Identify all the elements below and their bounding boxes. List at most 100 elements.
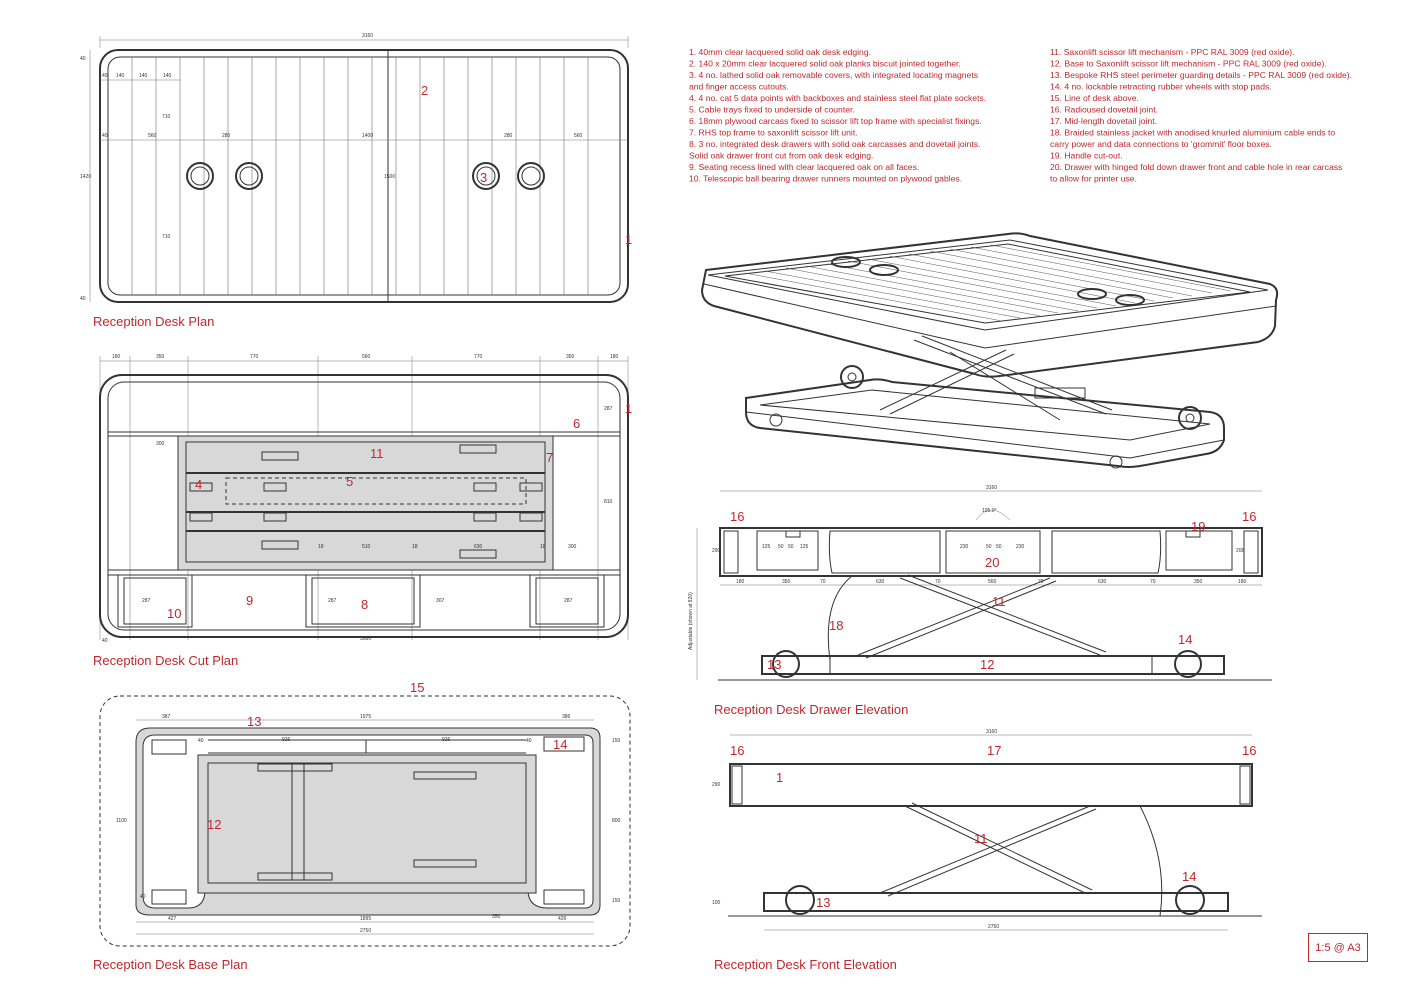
- de-angle: 105.0°: [982, 508, 997, 514]
- front-elevation-title: Reception Desk Front Elevation: [714, 957, 897, 972]
- base-callout-15: 15: [410, 680, 424, 695]
- drawer-elevation-drawing: 3160 105.0° 125 50 50 125 230 50 50 230 …: [688, 485, 1272, 717]
- fe-callout-11: 11: [974, 831, 988, 846]
- note-l-6: 6. 18mm plywood carcass fixed to scissor…: [689, 116, 982, 126]
- de-b9: 350: [1194, 579, 1203, 585]
- base-dim-i2: 926: [442, 737, 451, 743]
- front-elevation-drawing: 3160 290 100 2750 16 17 16 1 11 14 13 Re…: [712, 729, 1262, 972]
- plan-dim-top: 3160: [362, 33, 373, 39]
- cut-plan-drawing: 180 350 770 560 770 350 180 3: [93, 354, 632, 668]
- de-b10: 180: [1238, 579, 1247, 585]
- de-callout-20: 20: [985, 555, 999, 570]
- plan-dim-l0: 40: [80, 56, 86, 62]
- note-l-1: 2. 140 x 20mm clear lacquered solid oak …: [689, 59, 961, 69]
- base-dim-b4: 350: [492, 914, 501, 920]
- de-callout-18: 18: [829, 618, 843, 633]
- cut-dim-r1: 810: [604, 499, 613, 505]
- de-s1: 208: [1236, 548, 1245, 554]
- fe-callout-14: 14: [1182, 869, 1196, 884]
- plan-callout-2: 2: [421, 83, 428, 98]
- de-dr5: 50: [986, 544, 992, 550]
- cut-dim-t0: 180: [112, 354, 121, 360]
- de-b7: 630: [1098, 579, 1107, 585]
- cut-plan-title: Reception Desk Cut Plan: [93, 653, 238, 668]
- base-dim-b5: 40: [140, 894, 146, 900]
- de-b0: 180: [736, 579, 745, 585]
- cut-dim-t1: 350: [156, 354, 165, 360]
- cut-dim-t6: 180: [610, 354, 619, 360]
- cut-dim-g1: 287: [328, 598, 337, 604]
- de-s0: 290: [712, 548, 721, 554]
- note-r-1: 12. Base to Saxonlift scissor lift mecha…: [1050, 59, 1327, 69]
- note-r-0: 11. Saxonlift scissor lift mechanism - P…: [1050, 47, 1295, 57]
- fe-callout-17: 17: [987, 743, 1001, 758]
- cut-callout-1: 1: [625, 401, 632, 416]
- scale-label: 1:5 @ A3: [1308, 933, 1368, 962]
- de-dr7: 230: [1016, 544, 1025, 550]
- note-r-4: 15. Line of desk above.: [1050, 93, 1139, 103]
- note-l-2: 3. 4 no. lathed solid oak removable cove…: [689, 70, 978, 80]
- grommet-covers: [186, 162, 545, 190]
- note-l-10: 9. Seating recess lined with clear lacqu…: [689, 162, 919, 172]
- de-b1: 350: [782, 579, 791, 585]
- note-l-4: 4. 4 no. cat 5 data points with backboxe…: [689, 93, 986, 103]
- base-dim-r0: 150: [612, 738, 621, 744]
- base-dim-i3: 40: [526, 738, 532, 744]
- cut-dim-m4: 630: [474, 544, 483, 550]
- base-dim-b1: 1895: [360, 916, 371, 922]
- plan-dim-r1-2: 140: [139, 73, 148, 79]
- de-side-label: Adjustable (shown at 920): [688, 592, 694, 650]
- de-dr0: 125: [762, 544, 771, 550]
- note-r-11: to allow for printer use.: [1050, 174, 1137, 184]
- de-dr1: 50: [778, 544, 784, 550]
- cut-dim-m6: 300: [568, 544, 577, 550]
- desk-plan-drawing: 3160 40 140 140 140 40 560 280 1400 280 …: [80, 33, 632, 329]
- note-r-6: 17. Mid-length dovetail joint.: [1050, 116, 1157, 126]
- cut-dim-m3: 18: [412, 544, 418, 550]
- fe-s1: 100: [712, 900, 721, 906]
- axonometric-view: [700, 232, 1279, 469]
- cut-dim-m1: 18: [318, 544, 324, 550]
- de-b4: 70: [935, 579, 941, 585]
- de-dr4: 230: [960, 544, 969, 550]
- fe-callout-16a: 16: [730, 743, 744, 758]
- fe-callout-16b: 16: [1242, 743, 1256, 758]
- base-dim-t2: 386: [562, 714, 571, 720]
- de-dr3: 125: [800, 544, 809, 550]
- cut-callout-6: 6: [573, 416, 580, 431]
- de-callout-12: 12: [980, 657, 994, 672]
- base-dim-r1: 800: [612, 818, 621, 824]
- cut-callout-11: 11: [370, 446, 384, 461]
- de-callout-19: 19: [1191, 519, 1205, 534]
- plan-dim-i2: 1500: [384, 174, 395, 180]
- fe-s0: 290: [712, 782, 721, 788]
- fe-callout-13: 13: [816, 895, 830, 910]
- plan-callout-1: 1: [625, 232, 632, 247]
- drawer-elevation-title: Reception Desk Drawer Elevation: [714, 702, 908, 717]
- plan-dim-r2-5: 560: [574, 133, 583, 139]
- cut-dim-t3: 560: [362, 354, 371, 360]
- plan-dim-l2: 40: [80, 296, 86, 302]
- plan-dim-r2-3: 1400: [362, 133, 373, 139]
- base-dim-r2: 150: [612, 898, 621, 904]
- note-l-8: 8. 3 no. integrated desk drawers with so…: [689, 139, 980, 149]
- base-dim-b3: 2750: [360, 928, 371, 934]
- de-b3: 630: [876, 579, 885, 585]
- note-l-7: 7. RHS top frame to saxonlift scissor li…: [689, 128, 858, 138]
- note-r-10: 20. Drawer with hinged fold down drawer …: [1050, 162, 1342, 172]
- de-b5: 560: [988, 579, 997, 585]
- note-r-8: carry power and data connections to 'gro…: [1050, 139, 1272, 149]
- base-dim-i0: 40: [198, 738, 204, 744]
- fe-callout-1: 1: [776, 770, 783, 785]
- cut-dim-g2: 307: [436, 598, 445, 604]
- plan-dim-i0: 710: [162, 114, 171, 120]
- base-callout-13: 13: [247, 714, 261, 729]
- de-callout-16a: 16: [730, 509, 744, 524]
- base-dim-t1: 1975: [360, 714, 371, 720]
- notes-right: 11. Saxonlift scissor lift mechanism - P…: [1050, 47, 1352, 184]
- note-l-5: 5. Cable trays fixed to underside of cou…: [689, 105, 855, 115]
- plan-dim-r2-1: 560: [148, 133, 157, 139]
- base-dim-l0: 1100: [116, 818, 127, 824]
- base-plan-drawing: 387 1975 386 40 926 926 40 1100 150 800 …: [93, 680, 631, 972]
- desk-plan-title: Reception Desk Plan: [93, 314, 214, 329]
